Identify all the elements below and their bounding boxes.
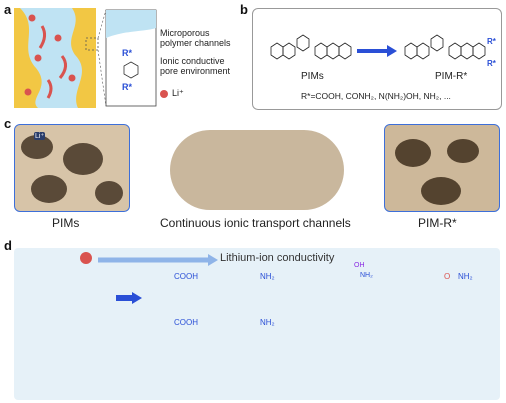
panel-label-d: d [4,238,12,253]
pim-to-pim-r-reaction-scheme [270,34,486,60]
group-amide-nh2: NH₂ [458,272,473,281]
pims-image-label: PIMs [52,216,80,230]
conductivity-arrow [98,254,218,266]
li-ion-marker [80,252,92,264]
conductivity-arrow-label: Lithium-ion conductivity [220,252,335,264]
channel-illustration [14,8,157,108]
substituent-label-bottom: R* [122,82,133,92]
panel-c: PIMs Continuous ionic transport channels… [14,124,500,234]
panel-label-a: a [4,2,12,17]
pims-pore-image [14,124,130,212]
substituent-label-top: R* [122,48,133,58]
panel-a: Microporous polymer channels Ionic condu… [14,8,236,108]
group-nh2-top: NH₂ [260,272,275,281]
callout-channels: Microporous polymer channels [160,28,231,48]
group-nh2-bottom: NH₂ [260,318,275,327]
pim-r-substituent-bottom: R* [487,59,496,68]
panel-b: PIMs PIM-R* R*=COOH, CONH₂, N(NH₂)OH, NH… [252,8,502,110]
pim-name: PIMs [301,71,324,82]
structure-arrow [116,292,142,304]
panel-label-c: c [4,116,12,131]
group-amidoxime-nh2: NH₂ [360,272,373,279]
li-ion-tag: Li⁺ [34,132,46,140]
callout-pore: Ionic conductive pore environment [160,56,231,76]
pim-r-substituent-top: R* [487,37,496,46]
group-cooh-top: COOH [174,272,198,281]
continuous-channels-image [170,130,344,210]
structure-pim [20,270,110,326]
substituent-note: R*=COOH, CONH₂, N(NH₂)OH, NH₂, ... [301,91,451,101]
molecular-models-row [20,338,494,396]
li-ion-legend-label: Li⁺ [172,88,184,98]
pim-r-name: PIM-R* [435,71,468,82]
panel-label-b: b [240,2,248,17]
li-ion-legend-icon [160,90,168,98]
continuous-channels-label: Continuous ionic transport channels [160,216,351,230]
group-amide-o: O [444,272,451,281]
pim-r-image-label: PIM-R* [418,216,457,230]
group-amidoxime-oh: OH [354,262,365,269]
pim-r-pore-image [384,124,500,212]
panel-d: Lithium-ion conductivity COOH COOH NH₂ N… [14,248,500,400]
group-cooh-bottom: COOH [174,318,198,327]
